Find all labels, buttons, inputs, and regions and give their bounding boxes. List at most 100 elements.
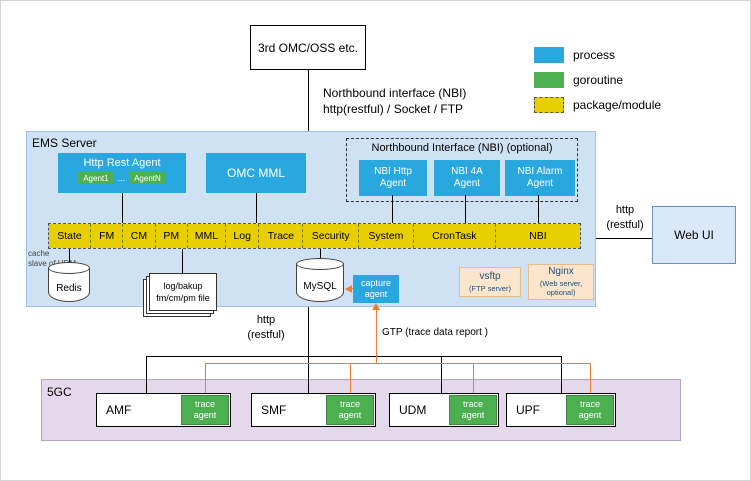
fivegc-title: 5GC [47, 385, 72, 399]
upf-trace-line2: agent [578, 410, 602, 420]
module-trace: Trace [259, 224, 304, 248]
module-fm: FM [91, 224, 124, 248]
amf-trace-line2: agent [193, 410, 217, 420]
connector-ems-webui [596, 238, 652, 239]
nginx-box: Nginx (Web server, optional) [528, 264, 594, 300]
nbi-http-agent-box: NBI Http Agent [359, 160, 427, 196]
http-rest-agent-box: Http Rest Agent Agent1 ... AgentN [58, 153, 186, 193]
goroutine-swatch [534, 72, 564, 88]
omc-oss-label: 3rd OMC/OSS etc. [257, 40, 359, 55]
nbi-interface-label: Northbound interface (NBI) http(restful)… [323, 85, 466, 117]
nginx-line1: Nginx [548, 266, 574, 278]
nbi-4a-agent-line2: Agent [453, 178, 481, 189]
connector-modules-mysql [320, 249, 321, 258]
capture-agent-line2: agent [364, 289, 388, 299]
connector-nbi4a-modules [465, 195, 466, 223]
legend-package-label: package/module [573, 98, 662, 112]
connector-5gc-bus [146, 356, 561, 357]
module-row: State FM CM PM MML Log Trace Security Sy… [48, 223, 581, 249]
gtp-riser [376, 309, 377, 363]
ems-5gc-http-line2: (restful) [247, 328, 285, 341]
connector-bus-smf [308, 356, 309, 393]
http-rest-agent-title: Http Rest Agent [83, 157, 161, 169]
redis-cylinder-top [48, 262, 90, 274]
legend-package-row: package/module [534, 97, 661, 113]
nbi-group-title: Northbound Interface (NBI) (optional) [371, 142, 553, 154]
webui-http-line1: http [615, 204, 635, 216]
nbi-http-agent-line2: Agent [379, 178, 407, 189]
module-nbi: NBI [495, 224, 580, 248]
nf-amf-label: AMF [106, 403, 132, 417]
nbi-alarm-agent-line2: Agent [526, 178, 554, 189]
connector-capture-mysql [352, 288, 354, 289]
nbi-4a-agent-line1: NBI 4A [451, 166, 483, 177]
redis-label: Redis [56, 282, 82, 294]
vsftp-box: vsftp (FTP server) [459, 267, 521, 297]
mysql-cylinder-body [296, 264, 344, 302]
agent-chip-row: Agent1 ... AgentN [58, 172, 186, 184]
module-security: Security [303, 224, 360, 248]
amf-trace-agent: trace agent [181, 395, 229, 425]
omc-mml-box: OMC MML [206, 153, 306, 193]
module-system: System [359, 224, 414, 248]
capture-agent-box: capture agent [353, 275, 399, 303]
module-log: Log [226, 224, 260, 248]
gtp-drop-amf [205, 363, 206, 395]
ems-server-title: EMS Server [32, 136, 97, 150]
gtp-drop-udm [473, 363, 474, 395]
nbi-interface-line2: http(restful) / Socket / FTP [323, 102, 464, 117]
connector-nbialarm-modules [538, 195, 539, 223]
amf-trace-line1: trace [194, 399, 215, 410]
webui-http-label: http (restful) [598, 203, 652, 233]
nginx-line3: optional) [546, 288, 576, 298]
nbi-http-agent-line1: NBI Http [374, 166, 412, 177]
mysql-label: MySQL [303, 280, 337, 292]
log-files-front: log/bakup fm/cm/pm file [149, 273, 217, 311]
nbi-4a-agent-box: NBI 4A Agent [434, 160, 500, 196]
module-state: State [49, 224, 92, 248]
connector-bus-udm [441, 356, 442, 393]
connector-modules-redis [69, 249, 70, 262]
nbi-group: Northbound Interface (NBI) (optional) NB… [346, 138, 578, 202]
module-pm: PM [155, 224, 188, 248]
omc-oss-box: 3rd OMC/OSS etc. [250, 25, 366, 70]
webui-label: Web UI [674, 228, 714, 242]
log-files-line2: fm/cm/pm file [156, 293, 210, 303]
nbi-interface-line1: Northbound interface (NBI) [323, 86, 467, 100]
legend-process-label: process [573, 48, 616, 62]
nf-upf-label: UPF [516, 403, 540, 417]
nf-udm-label: UDM [399, 403, 427, 417]
arrow-gtp-to-capture [372, 303, 380, 310]
mysql-cylinder-top [296, 258, 344, 270]
agent1-chip: Agent1 [78, 172, 114, 184]
ems-5gc-http-label: http (restful) [235, 313, 297, 343]
connector-ems-down [308, 307, 309, 356]
module-crontask: CronTask [413, 224, 496, 248]
udm-trace-agent: trace agent [449, 395, 497, 425]
nginx-line2: (Web server, [539, 278, 583, 288]
gtp-drop-upf [590, 363, 591, 395]
redis-note-line1: cache [28, 249, 50, 258]
nbi-alarm-agent-box: NBI Alarm Agent [505, 160, 575, 196]
log-files-line1: log/bakup [163, 280, 203, 291]
upf-trace-agent: trace agent [566, 395, 614, 425]
gtp-label: GTP (trace data report ) [382, 327, 488, 338]
connector-omc-ems [308, 70, 309, 131]
nf-smf-label: SMF [261, 403, 287, 417]
connector-nbihttp-modules [392, 195, 393, 223]
process-swatch [534, 47, 564, 63]
nbi-alarm-agent-line1: NBI Alarm [517, 166, 563, 177]
smf-trace-line1: trace [339, 399, 360, 410]
omc-mml-label: OMC MML [227, 166, 285, 180]
log-files: log/bakup fm/cm/pm file [143, 273, 217, 317]
legend-process-row: process [534, 47, 615, 63]
connector-bus-upf [561, 356, 562, 393]
vsftp-line2: (FTP server) [469, 283, 511, 293]
mysql-db: MySQL [296, 258, 344, 302]
webui-box: Web UI [652, 206, 736, 264]
gtp-bus [205, 363, 590, 364]
ems-5gc-http-line1: http [256, 314, 276, 326]
connector-bus-amf [146, 356, 147, 393]
udm-trace-line2: agent [461, 410, 485, 420]
upf-trace-line1: trace [579, 399, 600, 410]
